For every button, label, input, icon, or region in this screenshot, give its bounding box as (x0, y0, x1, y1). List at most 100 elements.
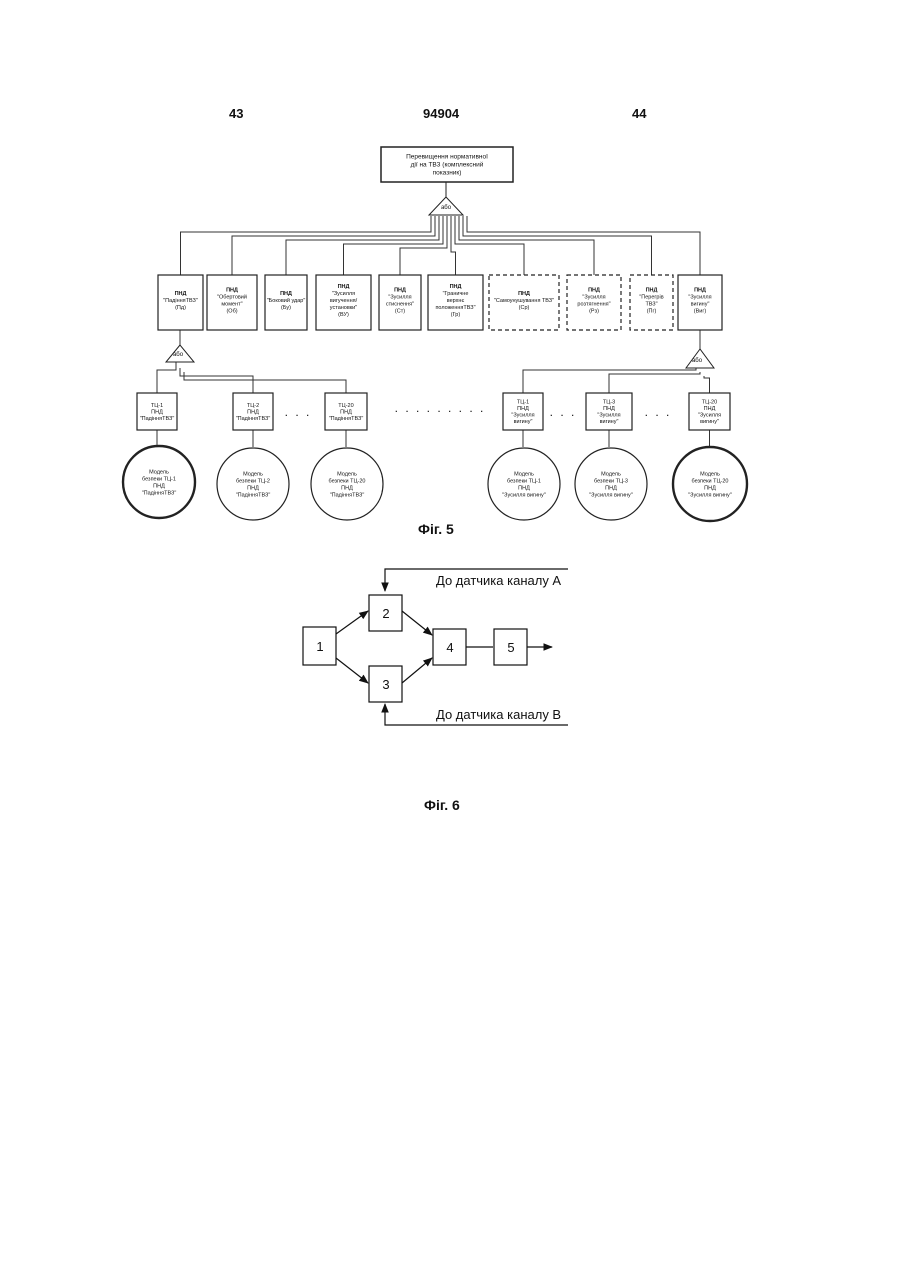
safety-model-text-3-line: ПНД (341, 485, 353, 491)
safety-model-text-6-line: Модель (700, 471, 720, 477)
test-cycle-text-5-line: вигину" (600, 419, 619, 425)
basic-event-text-5-line: ПНД (394, 287, 406, 293)
basic-event-text-8-line: ПНД (588, 287, 600, 293)
basic-event-text-6-line: "Граничне (443, 291, 469, 297)
basic-event-text-3-line: (Бу) (281, 305, 291, 311)
basic-event-text-7-line: ПНД (518, 291, 530, 297)
basic-event-text-8-line: "Зусилля (582, 294, 605, 300)
basic-event-text-2-line: "Обертовий (217, 293, 247, 300)
basic-event-text-8-line: (Рз) (589, 308, 599, 314)
basic-event-text-3-line: "Боковий удар" (267, 297, 306, 304)
safety-model-text-1-line: "ПадінняТВЗ" (142, 490, 177, 496)
basic-event-text-6-line: положенняТВЗ" (435, 305, 475, 311)
block-3-label: 3 (382, 677, 389, 692)
basic-event-text-7-line: (Ср) (519, 305, 530, 311)
safety-model-text-2-line: "ПадінняТВЗ" (236, 492, 271, 498)
test-cycle-text-6-line: ПНД (704, 406, 716, 412)
safety-model-text-2-line: безпеки ТЦ-2 (236, 478, 270, 484)
safety-model-text-6-line: "Зусилля вигину" (688, 492, 732, 498)
safety-model-text-3-line: Модель (337, 471, 357, 477)
basic-event-text-9-line: ТВЗ" (645, 301, 657, 307)
ellipsis-3: . . . (550, 405, 577, 419)
block-4-label: 4 (446, 640, 453, 655)
safety-model-text-5-line: безпеки ТЦ-3 (594, 478, 628, 484)
basic-event-text-9-line: "Перегрів (639, 294, 663, 300)
safety-model-text-3-line: "ПадінняТВЗ" (330, 492, 365, 498)
basic-event-text-4-line: "Зусилля (332, 291, 355, 297)
safety-model-text-5-line: "Зусилля вигину" (589, 492, 633, 498)
safety-model-text-1-line: Модель (149, 469, 169, 475)
safety-model-text-4-line: Модель (514, 471, 534, 477)
safety-model-text-4-line: безпеки ТЦ-1 (507, 478, 541, 484)
sensor-a-label: До датчика каналу А (436, 573, 561, 588)
safety-model-text-2-line: Модель (243, 471, 263, 477)
ellipsis-2: . . . . . . . . . (395, 401, 486, 415)
test-cycle-text-4-line: ПНД (517, 406, 529, 412)
test-cycle-text-2-line: ТЦ-2 (247, 403, 259, 409)
test-cycle-text-5-line: "Зусилля (597, 413, 620, 419)
safety-model-text-4-line: "Зусилля вигину" (502, 492, 546, 498)
basic-event-text-6-line: (Гр) (451, 312, 461, 318)
basic-event-text-5-line: стиснення" (386, 301, 414, 307)
basic-event-text-4-line: (ВУ) (338, 312, 349, 318)
basic-event-text-7-line: "Самоунушування ТВЗ" (494, 298, 554, 304)
test-cycle-text-2-line: ПНД (247, 409, 259, 415)
fig6-caption: Фіг. 6 (424, 797, 460, 813)
basic-event-text-10-line: вигину" (691, 301, 710, 307)
basic-event-text-8-line: розтягнення" (577, 301, 610, 307)
basic-event-text-6-line: верхнє (447, 298, 465, 304)
basic-event-text-10-line: ПНД (694, 287, 706, 293)
or-gate-left-label: або (173, 352, 184, 358)
fig5-fault-tree-diagram: Перевищення нормативноїдії на ТВЗ (компл… (0, 0, 901, 560)
test-cycle-text-1-line: ТЦ-1 (151, 403, 163, 409)
basic-event-text-1-line: "ПадінняТВЗ" (163, 298, 198, 304)
basic-event-text-1-line: ПНД (175, 291, 187, 297)
block-2-label: 2 (382, 606, 389, 621)
safety-model-text-1-line: ПНД (153, 483, 165, 489)
ellipsis-4: . . . (645, 405, 672, 419)
test-cycle-text-5-line: ПНД (603, 406, 615, 412)
basic-event-text-4-line: вигучення/ (330, 298, 358, 304)
basic-event-text-4-line: установки" (330, 305, 357, 311)
test-cycle-text-4-line: ТЦ-1 (517, 400, 529, 406)
or-gate-top-label: або (441, 205, 452, 211)
basic-event-text-2-line: момент" (221, 301, 242, 307)
basic-event-text-4-line: ПНД (338, 284, 350, 290)
top-event-text-line: дії на ТВЗ (комплексний (411, 160, 484, 168)
basic-event-text-9-line: ПНД (646, 287, 658, 293)
basic-event-text-3-line: ПНД (280, 291, 292, 297)
test-cycle-text-6-line: "Зусилля (698, 413, 721, 419)
test-cycle-text-3-line: ПНД (340, 409, 352, 415)
test-cycle-text-6-line: ТЦ-20 (702, 400, 717, 406)
basic-event-text-2-line: ПНД (226, 287, 238, 293)
basic-event-text-2-line: (Об) (226, 308, 237, 314)
safety-model-text-2-line: ПНД (247, 485, 259, 491)
fig6-block-diagram: 1 2 3 4 5 До датчика каналу А До датчика… (0, 560, 901, 760)
basic-event-text-10-line: "Зусилля (688, 294, 711, 300)
test-cycle-text-1-line: "ПадінняТВЗ" (140, 416, 175, 422)
safety-model-text-4-line: ПНД (518, 485, 530, 491)
or-gate-right-label: або (692, 358, 703, 364)
safety-model-text-3-line: безпеки ТЦ-20 (329, 478, 366, 484)
top-event-text-line: Перевищення нормативної (406, 153, 488, 160)
test-cycle-text-5-line: ТЦ-3 (603, 400, 615, 406)
sensor-b-label: До датчика каналу В (436, 707, 561, 722)
basic-event-text-9-line: (Пг) (647, 308, 657, 314)
test-cycle-text-6-line: вигину" (700, 419, 719, 425)
test-cycle-text-4-line: вигину" (514, 419, 533, 425)
block-5-label: 5 (507, 640, 514, 655)
fig5-caption: Фіг. 5 (418, 521, 454, 537)
basic-event-text-10-line: (Виг) (694, 308, 707, 314)
safety-model-text-6-line: ПНД (704, 485, 716, 491)
basic-event-text-5-line: (Ст) (395, 308, 405, 314)
basic-event-text-6-line: ПНД (450, 284, 462, 290)
ellipsis-1: . . . (285, 405, 312, 419)
safety-model-text-5-line: Модель (601, 471, 621, 477)
test-cycle-text-3-line: "ПадінняТВЗ" (329, 416, 364, 422)
basic-event-text-1-line: (Пд) (175, 305, 186, 311)
test-cycle-text-1-line: ПНД (151, 409, 163, 415)
basic-event-text-5-line: "Зусилля (388, 294, 411, 300)
block-1-label: 1 (316, 639, 323, 654)
top-event-text-line: показник) (433, 169, 462, 176)
